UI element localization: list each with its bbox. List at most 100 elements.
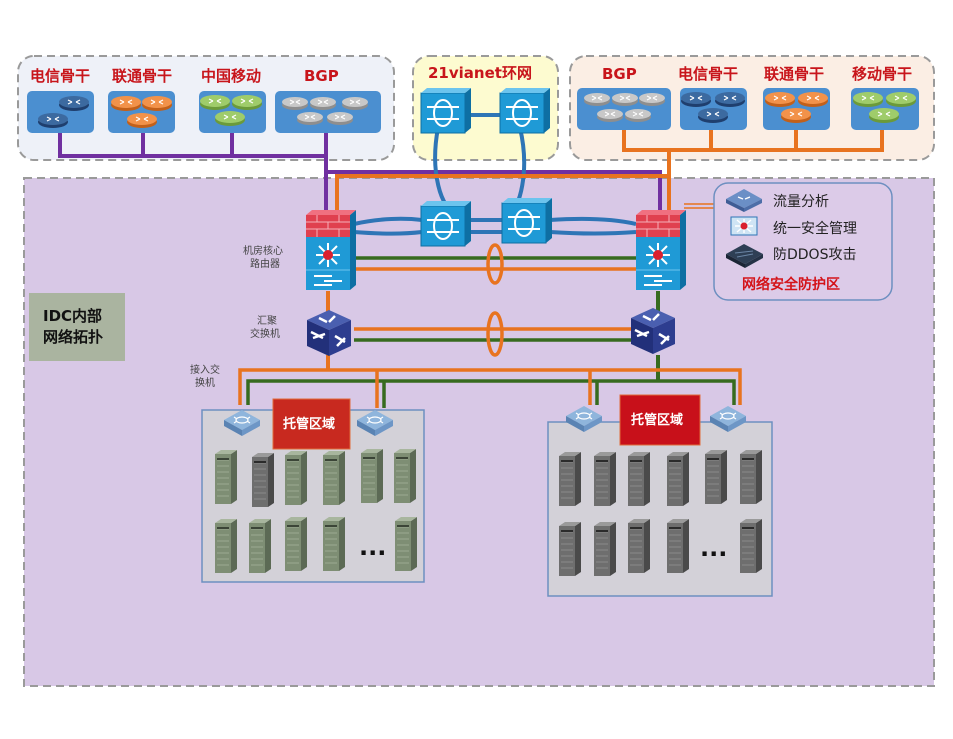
hosting-area-label: 托管区域: [631, 412, 683, 428]
legend-title: 网络安全防护区: [742, 276, 840, 293]
isp-box-mobile-left: [199, 91, 266, 133]
router-icon: [126, 112, 158, 129]
hosting-area-badge: [619, 394, 701, 446]
router-icon: [296, 111, 324, 126]
router-icon: [199, 94, 231, 111]
router-icon: [868, 107, 900, 124]
router-icon: [583, 92, 611, 107]
router-icon: [309, 96, 337, 111]
router-icon: [281, 96, 309, 111]
security-legend: 流量分析 统一安全管理 防DDOS攻击 网络安全防护区: [713, 182, 893, 301]
isp-label-telecom-left: 电信骨干: [30, 67, 90, 85]
more-servers-ellipsis: ...: [359, 533, 386, 561]
server-icon: [284, 516, 308, 572]
server-icon: [704, 449, 728, 505]
server-icon: [627, 518, 651, 574]
isp-box-bgp-right: [577, 88, 671, 130]
core-router-label: 路由器: [250, 257, 280, 270]
traffic-analysis-icon: [726, 189, 762, 212]
access-distribution-bus: [238, 368, 742, 408]
server-icon: [251, 452, 275, 508]
router-icon: [797, 91, 829, 108]
router-icon: [141, 95, 173, 112]
aggregation-interlinks: [354, 311, 636, 357]
anti-ddos-icon: [726, 244, 763, 268]
isp-label-mobile-left: 中国移动: [201, 67, 261, 85]
server-icon: [393, 448, 417, 504]
server-icon: [394, 516, 418, 572]
isp-box-mobile-right: [851, 88, 919, 130]
server-icon: [558, 451, 582, 507]
isp-box-telecom-right: [680, 88, 747, 130]
right-orange-uplinks: [335, 130, 884, 215]
aggregation-label: 汇聚: [257, 314, 277, 327]
isp-box-unicom-left: [108, 91, 175, 133]
ring-switch-icon: [501, 197, 553, 244]
legend-label-traffic: 流量分析: [773, 194, 829, 210]
router-icon: [214, 110, 246, 127]
server-icon: [248, 518, 272, 574]
server-icon: [214, 518, 238, 574]
server-icon: [739, 518, 763, 574]
isp-label-unicom-right: 联通骨干: [764, 65, 824, 83]
access-label: 换机: [195, 376, 215, 389]
router-icon: [110, 95, 142, 112]
ring-label: 21vianet环网: [428, 64, 532, 82]
legend-label-ddos: 防DDOS攻击: [773, 247, 856, 263]
hosting-area-label: 托管区域: [283, 416, 335, 432]
server-icon: [739, 449, 763, 505]
core-to-ring-links: [353, 216, 637, 236]
server-icon: [627, 451, 651, 507]
more-servers-ellipsis: ...: [700, 534, 727, 562]
hosting-area-right: 托管区域 ...: [547, 394, 773, 597]
server-icon: [593, 451, 617, 507]
router-icon: [231, 94, 263, 111]
router-icon: [341, 96, 369, 111]
router-icon: [37, 112, 69, 129]
router-icon: [852, 91, 884, 108]
isp-label-unicom-left: 联通骨干: [112, 67, 172, 85]
hosting-area-left: 托管区域 ...: [201, 398, 425, 583]
router-icon: [764, 91, 796, 108]
isp-box-telecom-left: [27, 91, 94, 133]
ring-switch-icon: [420, 200, 472, 247]
isp-label-bgp-left: BGP: [304, 67, 339, 85]
security-management-icon: [730, 216, 758, 236]
router-icon: [780, 107, 812, 124]
router-icon: [714, 91, 746, 108]
router-icon: [58, 95, 90, 112]
server-icon: [558, 521, 582, 577]
right-isp-group: [569, 55, 935, 161]
isp-box-bgp-left: [275, 91, 381, 133]
core-router-icon-right: [635, 209, 687, 291]
server-icon: [322, 450, 346, 506]
router-icon: [697, 107, 729, 124]
server-icon: [322, 516, 346, 572]
core-router-label: 机房核心: [243, 244, 283, 257]
router-icon: [885, 91, 917, 108]
router-icon: [624, 108, 652, 123]
router-icon: [638, 92, 666, 107]
server-icon: [214, 449, 238, 505]
ring-switch-icon: [420, 87, 472, 134]
router-icon: [596, 108, 624, 123]
server-icon: [666, 451, 690, 507]
legend-label-security: 统一安全管理: [773, 220, 857, 237]
server-icon: [360, 448, 384, 504]
core-interlinks: [354, 243, 636, 285]
isp-label-mobile-right: 移动骨干: [852, 65, 912, 83]
ring-switch-icon: [499, 87, 551, 134]
idc-label: 网络拓扑: [43, 328, 103, 346]
aggregation-label: 交换机: [250, 327, 280, 340]
server-icon: [666, 518, 690, 574]
isp-label-bgp-right: BGP: [602, 65, 637, 83]
access-label: 接入交: [190, 363, 220, 376]
idc-label: IDC内部: [43, 307, 102, 325]
router-icon: [680, 91, 712, 108]
server-icon: [593, 521, 617, 577]
server-icon: [284, 450, 308, 506]
idc-label-box: [29, 293, 125, 361]
core-router-icon-left: [305, 209, 357, 291]
isp-label-telecom-right: 电信骨干: [678, 65, 738, 83]
